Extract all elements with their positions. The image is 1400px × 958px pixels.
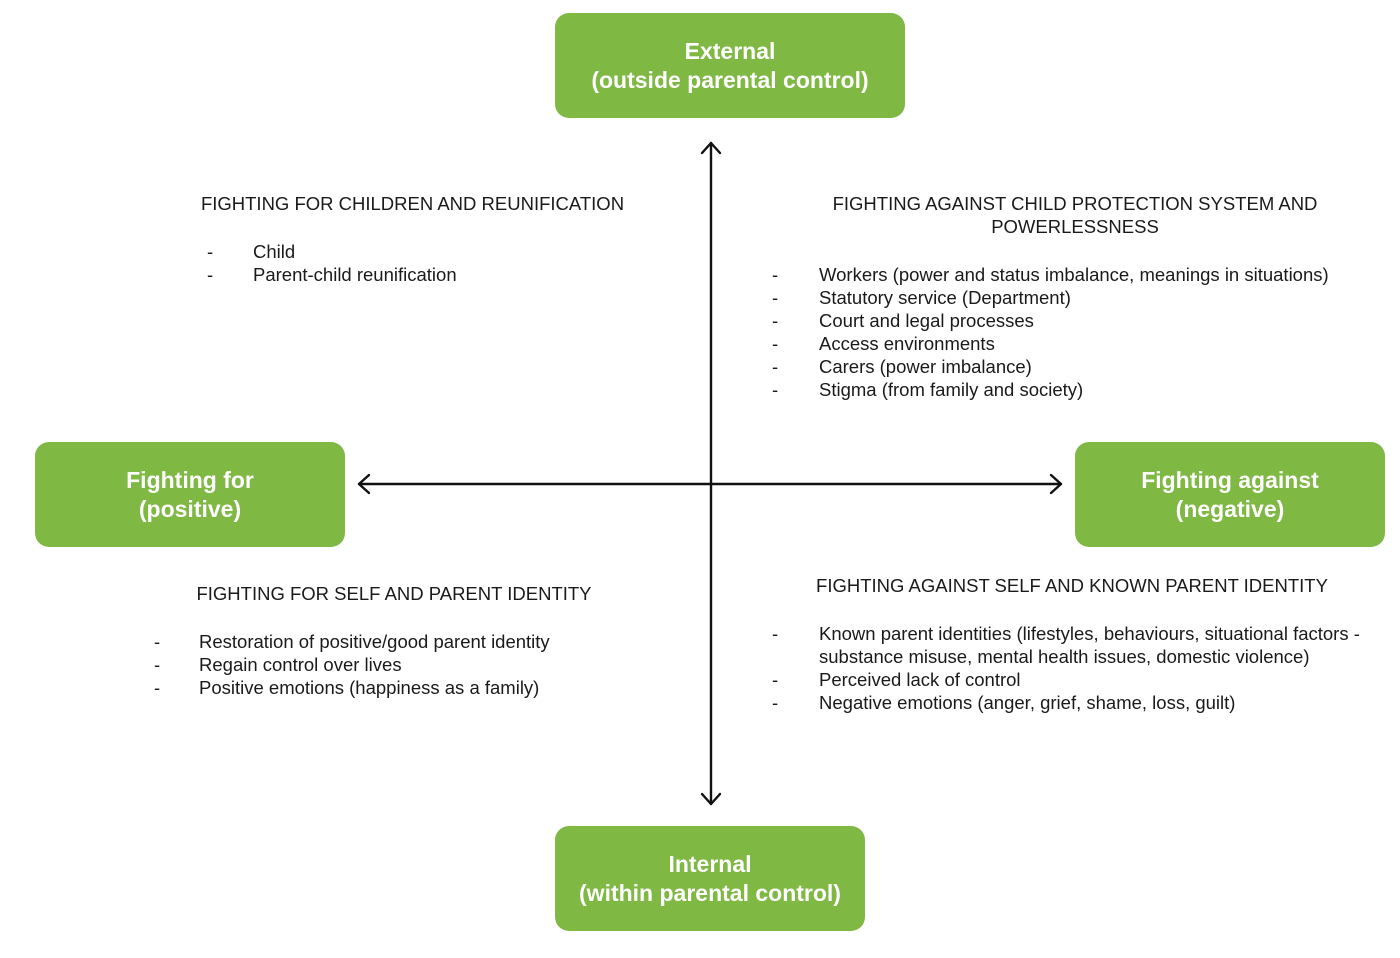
axis-box-title: Fighting for bbox=[126, 466, 254, 493]
quadrant-list: - Known parent identities (lifestyles, be… bbox=[772, 622, 1372, 714]
list-item-text: Perceived lack of control bbox=[819, 669, 1021, 690]
dash-bullet-icon: - bbox=[207, 241, 214, 262]
quadrant-title: FIGHTING AGAINST SELF AND KNOWN PARENT I… bbox=[816, 575, 1328, 596]
quadrant-top-left: FIGHTING FOR CHILDREN AND REUNIFICATION … bbox=[150, 192, 675, 286]
quadrant-title: FIGHTING AGAINST CHILD PROTECTION SYSTEM… bbox=[832, 193, 1318, 237]
dash-bullet-icon: - bbox=[772, 287, 779, 308]
list-item: - Court and legal processes bbox=[772, 309, 1378, 332]
list-item-text: Positive emotions (happiness as a family… bbox=[199, 677, 540, 698]
list-item-text: Parent-child reunification bbox=[253, 264, 457, 285]
dash-bullet-icon: - bbox=[772, 333, 779, 354]
external-axis-box: External (outside parental control) bbox=[555, 13, 905, 118]
dash-bullet-icon: - bbox=[772, 264, 779, 285]
dash-bullet-icon: - bbox=[772, 379, 779, 400]
list-item-text: Access environments bbox=[819, 333, 995, 354]
list-item: - Positive emotions (happiness as a famil… bbox=[154, 676, 634, 699]
dash-bullet-icon: - bbox=[154, 654, 161, 675]
list-item-text: Negative emotions (anger, grief, shame, … bbox=[819, 692, 1236, 713]
dash-bullet-icon: - bbox=[772, 669, 779, 690]
list-item-text: Carers (power imbalance) bbox=[819, 356, 1032, 377]
list-item: - Stigma (from family and society) bbox=[772, 378, 1378, 401]
dash-bullet-icon: - bbox=[772, 692, 779, 713]
quadrant-list: - Workers (power and status imbalance, me… bbox=[772, 263, 1378, 401]
arrow-right-icon bbox=[1049, 473, 1063, 495]
list-item: - Known parent identities (lifestyles, be… bbox=[772, 622, 1372, 668]
axis-box-title: External bbox=[684, 37, 776, 64]
list-item: - Perceived lack of control bbox=[772, 668, 1372, 691]
list-item: - Regain control over lives bbox=[154, 653, 634, 676]
axis-box-title: Fighting against bbox=[1141, 466, 1319, 493]
list-item-text: Child bbox=[253, 241, 296, 262]
arrow-down-icon bbox=[700, 792, 722, 806]
list-item: - Restoration of positive/good parent ide… bbox=[154, 630, 634, 653]
list-item: - Statutory service (Department) bbox=[772, 286, 1378, 309]
list-item-text: Regain control over lives bbox=[199, 654, 402, 675]
list-item: - Carers (power imbalance) bbox=[772, 355, 1378, 378]
list-item-text: Workers (power and status imbalance, mea… bbox=[819, 264, 1329, 285]
arrow-up-icon bbox=[700, 141, 722, 155]
fighting-for-axis-box: Fighting for (positive) bbox=[35, 442, 345, 547]
list-item-text: Stigma (from family and society) bbox=[819, 379, 1084, 400]
axis-box-title: Internal bbox=[668, 850, 752, 877]
list-item-text: Statutory service (Department) bbox=[819, 287, 1071, 308]
quadrant-list: - Restoration of positive/good parent ide… bbox=[154, 630, 634, 699]
fighting-against-axis-box: Fighting against (negative) bbox=[1075, 442, 1385, 547]
quadrant-top-right: FIGHTING AGAINST CHILD PROTECTION SYSTEM… bbox=[772, 192, 1378, 401]
internal-axis-box: Internal (within parental control) bbox=[555, 826, 865, 931]
list-item: - Child bbox=[207, 240, 675, 263]
quadrant-bottom-left: FIGHTING FOR SELF AND PARENT IDENTITY - R… bbox=[154, 582, 634, 699]
list-item-text: Restoration of positive/good parent iden… bbox=[199, 631, 550, 652]
quadrant-list: - Child - Parent-child reunification bbox=[207, 240, 675, 286]
dash-bullet-icon: - bbox=[154, 677, 161, 698]
dash-bullet-icon: - bbox=[772, 356, 779, 377]
list-item: - Negative emotions (anger, grief, shame,… bbox=[772, 691, 1372, 714]
quadrant-title: FIGHTING FOR SELF AND PARENT IDENTITY bbox=[196, 583, 592, 604]
list-item: - Workers (power and status imbalance, me… bbox=[772, 263, 1378, 286]
axis-box-subtitle: (within parental control) bbox=[579, 879, 841, 906]
axis-box-subtitle: (negative) bbox=[1175, 495, 1285, 522]
arrow-left-icon bbox=[357, 473, 371, 495]
quadrant-bottom-right: FIGHTING AGAINST SELF AND KNOWN PARENT I… bbox=[772, 574, 1372, 714]
quadrant-title: FIGHTING FOR CHILDREN AND REUNIFICATION bbox=[200, 193, 625, 214]
dash-bullet-icon: - bbox=[772, 310, 779, 331]
dash-bullet-icon: - bbox=[772, 623, 779, 644]
list-item-text: Known parent identities (lifestyles, beh… bbox=[819, 623, 1360, 667]
dash-bullet-icon: - bbox=[154, 631, 161, 652]
dash-bullet-icon: - bbox=[207, 264, 214, 285]
axis-box-subtitle: (positive) bbox=[138, 495, 242, 522]
list-item: - Access environments bbox=[772, 332, 1378, 355]
list-item-text: Court and legal processes bbox=[819, 310, 1034, 331]
axis-box-subtitle: (outside parental control) bbox=[591, 66, 869, 93]
list-item: - Parent-child reunification bbox=[207, 263, 675, 286]
